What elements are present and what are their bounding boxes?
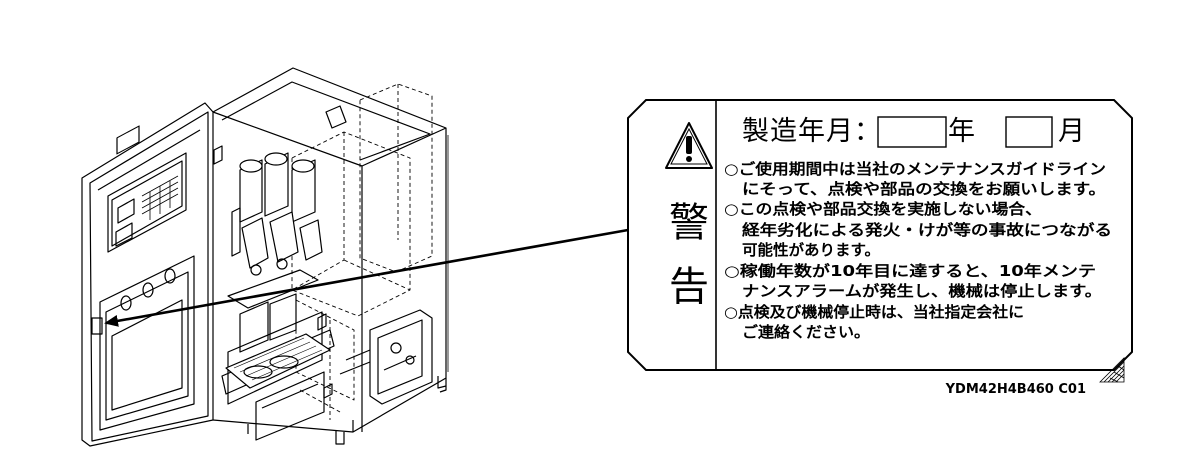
- label-line-9: ご連絡ください。: [742, 323, 870, 341]
- label-line-3: ○この点検や部品交換を実施しない場合、: [724, 200, 1042, 218]
- hatch-mark-icon: [1099, 357, 1125, 383]
- warning-triangle-icon: [665, 122, 713, 169]
- label-line-5: 可能性があります。: [742, 241, 880, 259]
- month-unit-label: 月: [1058, 116, 1086, 147]
- label-line-8: ○点検及び機械停止時は、当社指定会社に: [724, 303, 1024, 321]
- drip-tray: [225, 333, 331, 389]
- year-unit-label: 年: [948, 116, 976, 147]
- pointer-arrow: [104, 228, 629, 327]
- machine-cabinet: [212, 67, 449, 445]
- door-label-location: [91, 317, 103, 335]
- ingredient-canisters: [231, 105, 347, 276]
- vending-machine-illustration: [81, 67, 449, 447]
- mfg-date-label: 製造年月：: [742, 116, 882, 147]
- label-line-1: ○ご使用期間中は当社のメンテナンスガイドライン: [724, 160, 1106, 178]
- label-line-2: にそって、点検や部品の交換をお願いします。: [742, 180, 1106, 198]
- label-line-7: ナンスアラームが発生し、機械は停止します。: [742, 282, 1102, 300]
- mfg-month-box: [1005, 116, 1053, 148]
- warning-label: 警 告 製造年月： 年 月 ○ご使用期間中は当社のメンテナンスガイドライン にそ…: [627, 99, 1133, 371]
- dispense-area: [221, 269, 335, 441]
- water-control-unit: [339, 309, 433, 405]
- machine-door: [81, 102, 214, 447]
- label-line-6: ○稼働年数が10年目に達すると、10年メンテ: [724, 262, 1096, 280]
- mfg-year-box: [877, 116, 947, 148]
- label-line-4: 経年劣化による発火・けが等の事故につながる: [742, 221, 1112, 239]
- internal-components-dashed: [291, 83, 433, 420]
- part-number: YDM42H4B460 C01: [945, 382, 1086, 397]
- warning-kanji-2: 告: [669, 264, 709, 310]
- warning-kanji-1: 警: [669, 200, 709, 246]
